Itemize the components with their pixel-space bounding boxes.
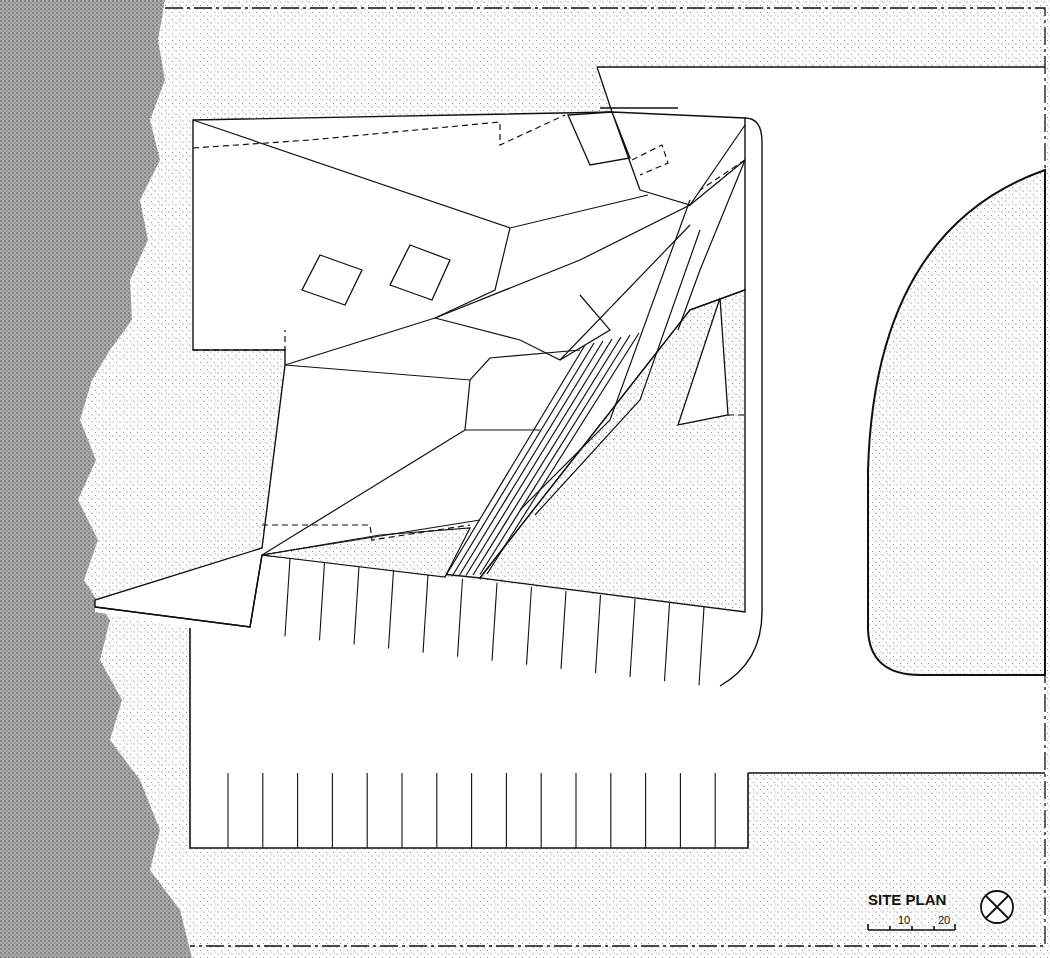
building-roof	[95, 112, 745, 627]
parking-stall	[332, 773, 333, 848]
parking-stalls	[228, 558, 715, 848]
parking-stall	[354, 566, 359, 644]
hidden-line	[632, 145, 668, 175]
skylight	[302, 255, 362, 305]
stair-line	[480, 335, 630, 575]
roof-shard	[678, 298, 728, 425]
parking-stall	[401, 773, 402, 848]
roof-line	[435, 225, 690, 360]
scale-number: 20	[938, 914, 950, 926]
roof-line	[560, 295, 610, 360]
parking-stall	[527, 587, 532, 665]
hidden-line	[728, 414, 745, 415]
courtyard	[480, 290, 745, 612]
roof-line	[520, 200, 690, 510]
building-edge	[95, 555, 262, 627]
parking-stall	[561, 591, 566, 669]
parking-stall	[680, 773, 681, 848]
roof-line	[465, 380, 540, 430]
stair-line	[445, 345, 585, 577]
parking-stall	[596, 595, 601, 673]
parking-stall	[262, 773, 263, 848]
parking-stall	[575, 773, 576, 848]
parking-stall	[492, 583, 497, 661]
parking-stall	[630, 599, 635, 677]
roof-line	[285, 318, 435, 365]
parking-stall	[458, 579, 463, 657]
stair-line	[452, 343, 594, 577]
parking-stall	[645, 773, 646, 848]
roof-line	[568, 67, 678, 190]
water-edge	[0, 0, 192, 958]
roof-line	[193, 120, 648, 228]
landscape-island	[868, 170, 1045, 675]
hidden-line	[700, 160, 745, 190]
roof-line	[435, 125, 745, 318]
hidden-line	[193, 330, 285, 350]
parking-stall	[610, 773, 611, 848]
parking-stall	[436, 773, 437, 848]
stair-line	[466, 339, 612, 576]
stair-line	[473, 337, 621, 575]
stair-line	[459, 341, 603, 576]
parking-stall	[715, 773, 716, 848]
roof-line	[435, 228, 510, 318]
roof-line	[640, 160, 745, 330]
parking-stall	[389, 571, 394, 649]
hidden-line	[193, 115, 565, 148]
roof-line	[262, 520, 480, 555]
roof-line	[262, 430, 465, 555]
parking-stall	[297, 773, 298, 848]
roof-line	[535, 230, 700, 515]
stair-line	[487, 333, 639, 574]
north-symbol	[986, 896, 1008, 918]
parking-stall	[320, 562, 325, 640]
property-line	[165, 8, 1045, 946]
parking-stall	[227, 773, 228, 848]
hidden-line	[262, 525, 470, 540]
parking-stall	[471, 773, 472, 848]
parking-stall	[541, 773, 542, 848]
parking-stall	[699, 607, 704, 685]
drawing-title: SITE PLAN	[868, 892, 946, 909]
dashed-lines	[193, 115, 745, 540]
parking-stall	[423, 575, 428, 653]
parking-stall	[367, 773, 368, 848]
north-symbol	[981, 891, 1013, 923]
scale-number: 10	[898, 914, 910, 926]
roof-lines	[193, 120, 745, 577]
skylight	[390, 245, 450, 300]
roof-line	[285, 350, 580, 380]
parking-stall	[285, 558, 290, 636]
parking-stall	[506, 773, 507, 848]
parking-stall	[665, 603, 670, 681]
road-paving	[95, 67, 1045, 848]
